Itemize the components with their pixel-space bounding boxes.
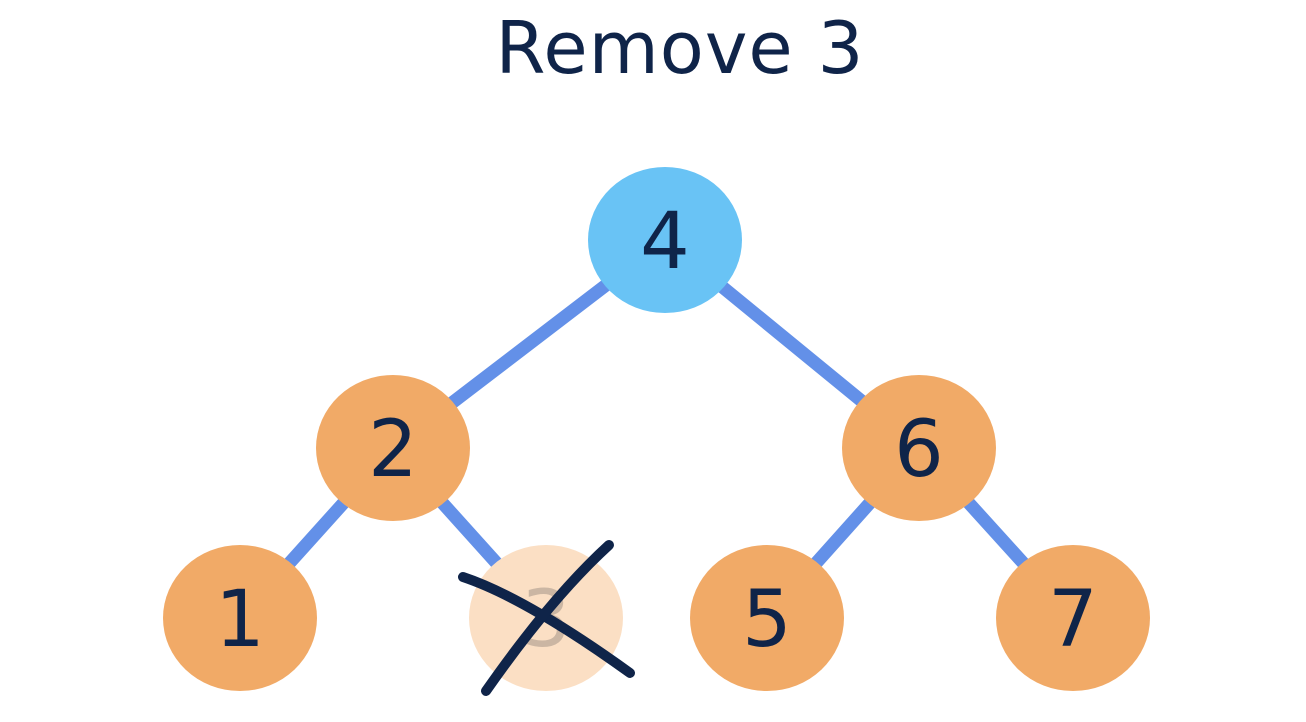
diagram-title: Remove 3 — [495, 6, 865, 90]
node-circle — [690, 545, 844, 691]
node-label: 5 — [742, 575, 792, 665]
node-circle — [588, 167, 742, 313]
node-circle — [842, 375, 996, 521]
tree-node-7: 7 — [996, 545, 1150, 691]
node-label: 7 — [1048, 575, 1098, 665]
node-label: 1 — [215, 575, 265, 665]
tree-node-5: 5 — [690, 545, 844, 691]
removal-cross-mark — [458, 540, 635, 696]
node-circle — [163, 545, 317, 691]
cross-stroke-1 — [458, 572, 635, 678]
node-label: 2 — [368, 405, 418, 495]
cross-stroke-2 — [481, 540, 614, 696]
node-label: 4 — [640, 197, 690, 287]
node-label: 6 — [894, 405, 944, 495]
node-circle — [316, 375, 470, 521]
tree-node-2: 2 — [316, 375, 470, 521]
tree-node-6: 6 — [842, 375, 996, 521]
tree-node-1: 1 — [163, 545, 317, 691]
node-circle — [996, 545, 1150, 691]
tree-node-4: 4 — [588, 167, 742, 313]
